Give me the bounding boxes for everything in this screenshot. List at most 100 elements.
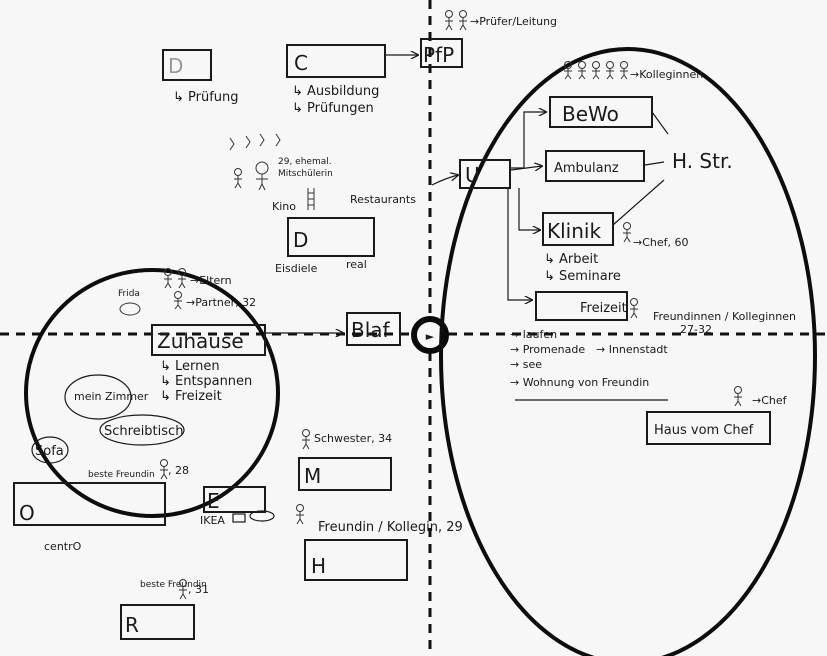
freundinnen-label: Freundinnen / Kolleginnen xyxy=(653,310,796,323)
lernen-label: ↳ Lernen xyxy=(160,359,220,374)
box-c-ausbildung xyxy=(286,44,386,78)
kolleginnen-figures xyxy=(564,61,628,80)
h-str-label: H. Str. xyxy=(672,149,733,173)
box-h-letter: H xyxy=(311,554,326,578)
see-label: → see xyxy=(510,358,542,371)
box-r-letter: R xyxy=(125,613,139,637)
box-blaf xyxy=(346,312,401,346)
pruefung-label: ↳ Prüfung xyxy=(173,90,239,105)
box-ambulanz xyxy=(545,150,645,182)
eltern-label: →Eltern xyxy=(190,274,232,287)
sofa-ellipse xyxy=(31,436,69,464)
seminare-label: ↳ Seminare xyxy=(544,269,621,284)
box-o-letter: O xyxy=(19,501,35,525)
line-klinik-hstr xyxy=(612,179,665,226)
mein-zimmer-ellipse xyxy=(64,374,132,420)
box-u-letter: U xyxy=(465,163,480,187)
freizeit-label: Freizeit xyxy=(580,301,627,316)
haus-chef-label: Haus vom Chef xyxy=(654,423,754,438)
pruefer-figures xyxy=(445,10,467,31)
line-ambulanz-hstr xyxy=(644,161,665,166)
chef-label: →Chef, 60 xyxy=(633,236,689,249)
ikea-cart-icon xyxy=(232,513,246,523)
centro-label: centrO xyxy=(44,540,82,553)
box-e xyxy=(203,486,266,513)
schwester-label: Schwester, 34 xyxy=(314,432,392,445)
pruefer-label: →Prüfer/Leitung xyxy=(470,15,557,28)
box-klinik xyxy=(542,212,614,246)
zuhause-title: Zuhause xyxy=(157,329,244,353)
chef2-label: →Chef xyxy=(752,394,788,407)
promenade-label: → Promenade xyxy=(510,343,585,356)
bf2-age: , 31 xyxy=(188,583,209,596)
klinik-label: Klinik xyxy=(547,219,601,243)
pruefungen-label: ↳ Prüfungen xyxy=(292,101,374,116)
mein-zimmer-label: mein Zimmer xyxy=(74,390,149,403)
restaurants-label: Restaurants xyxy=(350,193,416,206)
bf2-figure xyxy=(179,579,187,600)
partner-label: →Partner, 32 xyxy=(186,296,256,309)
box-d-pruefung xyxy=(162,49,212,81)
box-o xyxy=(13,482,166,526)
box-pfp xyxy=(420,38,463,68)
bf-figure xyxy=(160,459,168,480)
laufen-label: → laufen xyxy=(510,328,557,341)
box-freizeit xyxy=(535,291,628,321)
box-r xyxy=(120,604,195,640)
innenstadt-label: → Innenstadt xyxy=(596,343,668,356)
frida-label: Frida xyxy=(118,289,140,299)
freizeit-home-label: ↳ Freizeit xyxy=(160,389,222,404)
ikea-label: IKEA xyxy=(200,514,225,527)
center-mark: ► xyxy=(426,330,435,343)
arbeit-label: ↳ Arbeit xyxy=(544,252,598,267)
branch-u-klinik xyxy=(518,188,540,230)
box-d-letter: D xyxy=(168,54,183,78)
freundin-kollegin-label: Freundin / Kollegin, 29 xyxy=(318,520,463,535)
wohnung-label: → Wohnung von Freundin xyxy=(510,376,649,389)
blaf-label: Blaf xyxy=(351,318,391,342)
beste-freundin2-label: beste Freundin xyxy=(140,580,207,590)
bewo-label: BeWo xyxy=(562,102,619,126)
box-e-letter: E xyxy=(207,489,220,513)
freundinnen-figure xyxy=(630,298,638,319)
chef2-figure xyxy=(734,386,742,407)
box-c-letter: C xyxy=(294,51,308,75)
kolleginnen-label: →Kolleginnen xyxy=(630,68,703,81)
line-bewo-hstr xyxy=(651,111,669,135)
freundinnen-age: 27-32 xyxy=(680,323,712,336)
freundin-kollegin-figure xyxy=(296,504,304,525)
schreibtisch-label: Schreibtisch xyxy=(104,424,183,439)
schreibtisch-ellipse xyxy=(99,414,185,446)
pfp-label: PfP xyxy=(423,43,454,67)
ambulanz-label: Ambulanz xyxy=(554,161,619,176)
center-ego: ► xyxy=(411,316,449,354)
entspannen-label: ↳ Entspannen xyxy=(160,374,252,389)
box-haus-chef xyxy=(646,411,771,445)
chef-figure xyxy=(623,222,631,243)
branch-u-freizeit xyxy=(507,188,532,300)
hotdog-icon xyxy=(249,510,275,522)
mitschuelerin-figures xyxy=(229,133,281,191)
branch-u-ambulanz xyxy=(510,166,542,170)
box-d2 xyxy=(287,217,375,257)
ladder-icon xyxy=(307,188,315,210)
sofa-label: Sofa xyxy=(35,444,64,459)
bf-age: , 28 xyxy=(168,464,189,477)
box-m xyxy=(298,457,392,491)
ausbildung-label: ↳ Ausbildung xyxy=(292,84,379,99)
box-d2-letter: D xyxy=(293,228,308,252)
eisdiele-label: Eisdiele xyxy=(275,262,318,275)
schwester-figure xyxy=(302,429,310,450)
real-label: real xyxy=(346,258,367,271)
box-u xyxy=(459,159,511,189)
home-circle xyxy=(24,268,280,518)
box-m-letter: M xyxy=(304,464,321,488)
beste-freundin-label: beste Freundin xyxy=(88,470,155,480)
branch-u-bewo xyxy=(511,112,546,169)
work-ellipse xyxy=(439,47,817,656)
mitschuelerin-label: 29, ehemal. xyxy=(278,157,332,167)
link-axis-to-u xyxy=(431,175,458,186)
box-zuhause xyxy=(151,324,266,356)
mitschuelerin-label-2: Mitschülerin xyxy=(278,169,333,179)
